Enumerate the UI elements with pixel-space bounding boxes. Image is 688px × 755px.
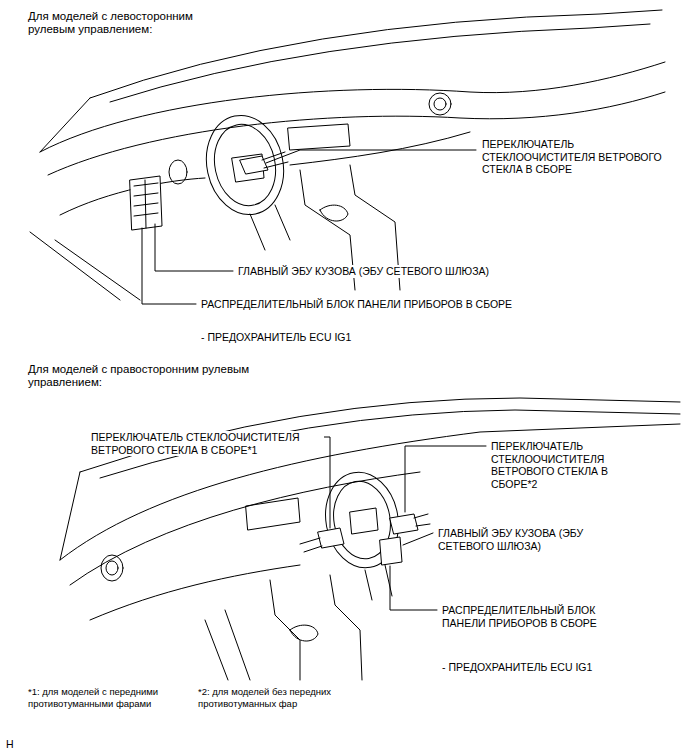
steering-wheel: [197, 108, 292, 222]
part-label: РАСПРЕДЕЛИТЕЛЬНЫЙ БЛОК ПАНЕЛИ ПРИБОРОВ В…: [441, 604, 633, 629]
steering-wheel: [207, 119, 283, 212]
wiper-switch: [318, 528, 344, 548]
part-label: РАСПРЕДЕЛИТЕЛЬНЫЙ БЛОК ПАНЕЛИ ПРИБОРОВ В…: [200, 298, 542, 311]
leader-line: [390, 566, 437, 610]
ecu-block: [130, 176, 162, 230]
center-console: [270, 575, 362, 680]
shift-lever: [290, 625, 318, 641]
section-heading: Для моделей с левосторонним рулевым упра…: [27, 10, 244, 36]
fuse-label: - ПРЕДОХРАНИТЕЛЬ ECU IG1: [441, 661, 643, 674]
ecu-block-detail: [134, 180, 158, 228]
part-label: ПЕРЕКЛЮЧАТЕЛЬ СТЕКЛООЧИСТИТЕЛЯ ВЕТРОВОГО…: [490, 440, 617, 490]
steering-hub: [350, 508, 378, 534]
center-display: [246, 498, 300, 530]
part-label: ГЛАВНЫЙ ЭБУ КУЗОВА (ЭБУ СЕТЕВОГО ШЛЮЗА): [237, 265, 559, 278]
air-vent: [169, 160, 187, 184]
floor-line: [205, 610, 250, 680]
fuse-label: - ПРЕДОХРАНИТЕЛЬ ECU IG1: [200, 331, 402, 344]
wiper-switch: [390, 514, 418, 534]
part-label: ПЕРЕКЛЮЧАТЕЛЬ СТЕКЛООЧИСТИТЕЛЯ ВЕТРОВОГО…: [481, 138, 678, 176]
leader-line: [142, 228, 196, 304]
shift-lever: [320, 205, 348, 221]
leader-line: [266, 150, 476, 163]
leader-line: [405, 446, 486, 512]
rhd-interior: [60, 398, 680, 680]
section-heading: Для моделей с правосторонним рулевым упр…: [27, 363, 254, 389]
air-vent: [434, 98, 446, 110]
steering-column: [365, 565, 392, 600]
dash-lower: [90, 565, 300, 620]
footnote: *1: для моделей с передними противотуман…: [27, 686, 189, 709]
air-vent: [429, 93, 451, 115]
a-pillar: [40, 98, 90, 152]
ecu-block: [380, 537, 402, 565]
leader-line: [155, 224, 233, 271]
wiper-switch-lever: [414, 514, 430, 526]
center-display: [288, 124, 350, 150]
part-label: ПЕРЕКЛЮЧАТЕЛЬ СТЕКЛООЧИСТИТЕЛЯ ВЕТРОВОГО…: [90, 431, 324, 456]
air-vent: [101, 555, 123, 581]
a-pillar: [60, 472, 80, 560]
leader-line: [403, 533, 433, 545]
wiper-switch: [240, 156, 268, 174]
figure-code: H: [5, 738, 27, 751]
dash-top: [60, 424, 680, 560]
air-vent: [106, 561, 118, 575]
footnote: *2: для моделей без передних противотума…: [197, 686, 374, 709]
steering-column: [250, 205, 290, 250]
floor-line: [30, 232, 140, 300]
wiper-switch-lever: [300, 538, 322, 552]
part-label: ГЛАВНЫЙ ЭБУ КУЗОВА (ЭБУ СЕТЕВОГО ШЛЮЗА): [437, 527, 624, 552]
